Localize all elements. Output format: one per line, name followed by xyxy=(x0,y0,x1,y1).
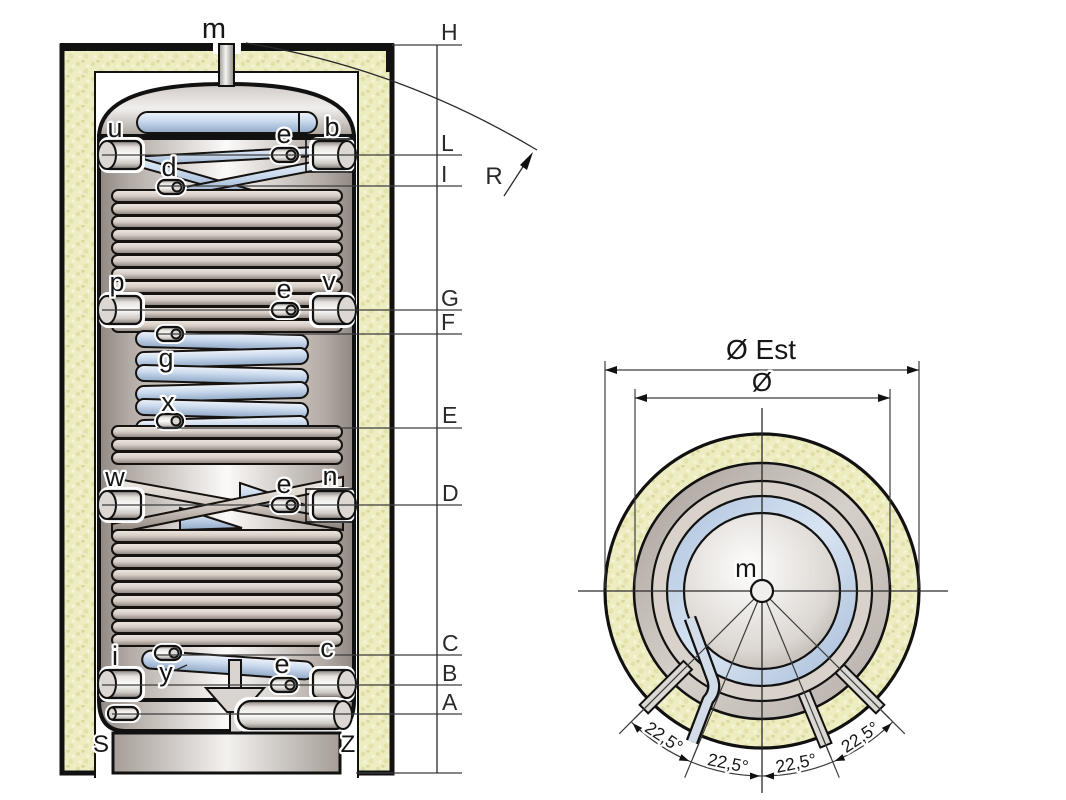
angle-label-3: 22,5° xyxy=(774,749,818,777)
center-port xyxy=(749,578,775,604)
section-view: m u b e d p v e g x w n e i y e c S Z H … xyxy=(59,11,538,778)
port-drain xyxy=(234,697,353,733)
dimension-lines xyxy=(102,44,462,774)
dim-label-r: R xyxy=(485,163,502,190)
dim-label-f: F xyxy=(441,309,455,335)
port-label-z: Z xyxy=(341,731,356,758)
port-label-m: m xyxy=(202,13,226,45)
lower-coil xyxy=(111,529,343,647)
port-label-e-mid: e xyxy=(276,274,291,304)
dim-label-d: D xyxy=(442,480,459,506)
port-label-v: v xyxy=(322,266,336,296)
upper-coil xyxy=(111,189,343,333)
port-label-p: p xyxy=(109,267,124,297)
port-label-b: b xyxy=(324,112,339,142)
port-label-e-top: e xyxy=(276,119,291,149)
diameter-dimensions: Ø Est Ø xyxy=(604,332,920,588)
top-view: 22,5° 22,5° 22,5° 22,5° Ø Est Ø m xyxy=(578,332,948,793)
port-label-n: n xyxy=(322,461,337,491)
port-c xyxy=(309,666,357,702)
dim-label-e: E xyxy=(442,402,457,428)
port-label-w: w xyxy=(104,462,125,492)
port-sensor-bottom xyxy=(105,704,141,723)
angle-label-2: 22,5° xyxy=(706,749,750,777)
port-label-y: y xyxy=(159,657,173,687)
lower-coil-top xyxy=(111,425,343,465)
dim-label-l: L xyxy=(441,130,454,156)
pocket-d xyxy=(155,177,187,197)
port-label-e-low: e xyxy=(276,469,291,499)
dim-label-g: G xyxy=(441,285,459,311)
dim-label-b: B xyxy=(442,660,457,686)
bent-pipe xyxy=(686,616,719,744)
port-label-i: i xyxy=(112,641,118,671)
port-label-e-bot: e xyxy=(274,649,289,679)
center-port-label: m xyxy=(735,553,757,583)
dim-label-h: H xyxy=(441,19,458,45)
outer-diameter-label: Ø Est xyxy=(726,334,796,365)
port-i xyxy=(97,666,145,702)
port-label-s: S xyxy=(93,731,109,758)
swing-radius xyxy=(245,42,538,197)
top-port-pipe xyxy=(218,43,235,87)
port-label-x: x xyxy=(161,387,175,417)
port-label-d: d xyxy=(161,152,176,182)
port-label-g: g xyxy=(158,343,173,373)
base-pedestal xyxy=(111,731,342,775)
dim-label-a: A xyxy=(442,689,458,715)
port-label-c: c xyxy=(320,633,334,663)
dim-label-i: I xyxy=(441,161,447,187)
pocket-x xyxy=(154,411,186,431)
diameter-label: Ø xyxy=(752,367,772,397)
dim-label-c: C xyxy=(442,630,459,656)
port-label-u: u xyxy=(107,113,122,143)
